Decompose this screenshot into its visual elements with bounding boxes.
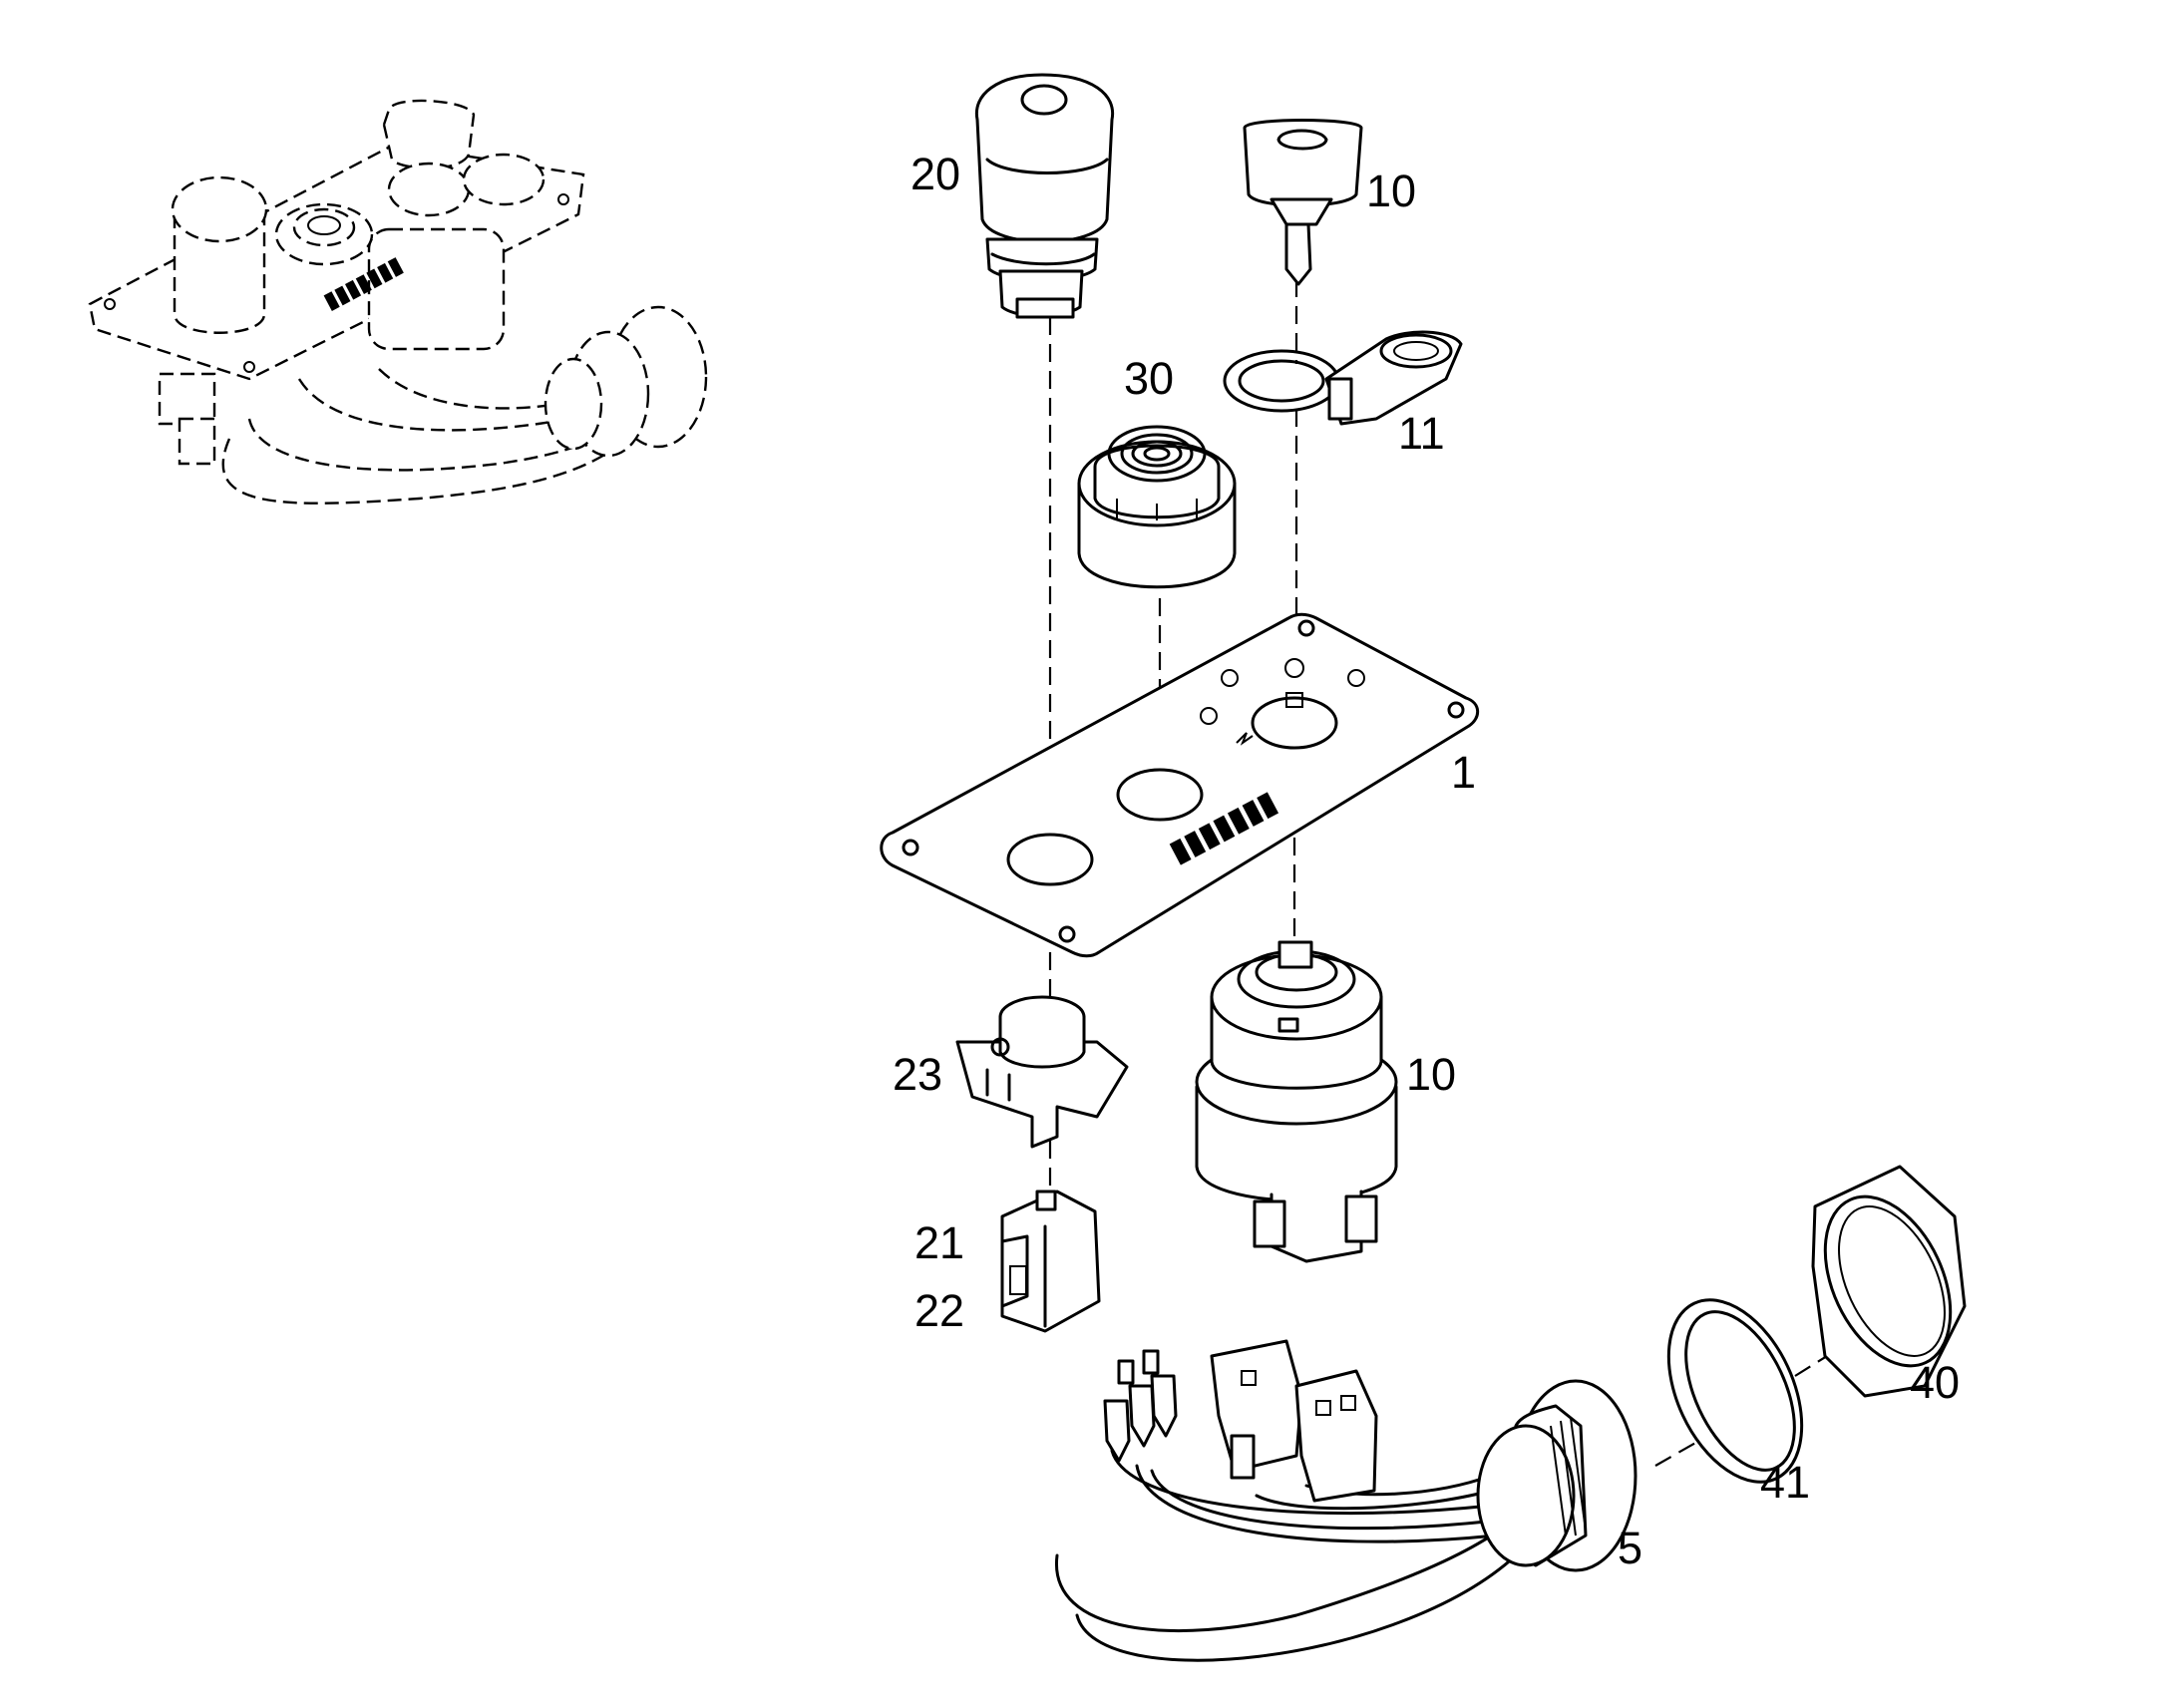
part-5-cable-harness — [1055, 1339, 1637, 1662]
part-10-key — [1243, 119, 1363, 286]
label-part-10-switch: 10 — [1406, 1049, 1456, 1100]
label-part-10-key: 10 — [1366, 166, 1416, 216]
label-part-21: 21 — [914, 1217, 964, 1268]
part-21-22-contact-block — [1000, 1190, 1101, 1333]
label-part-41: 41 — [1760, 1457, 1810, 1508]
label-part-40: 40 — [1910, 1357, 1960, 1408]
part-20-push-button — [974, 73, 1115, 319]
part-number-labels: 20 10 30 11 1 23 10 21 22 40 41 5 — [893, 149, 1960, 1573]
part-41-washer — [1666, 1298, 1804, 1484]
label-part-20: 20 — [910, 149, 960, 199]
label-part-23: 23 — [893, 1049, 942, 1100]
label-part-11: 11 — [1398, 408, 1445, 459]
label-part-5: 5 — [1618, 1523, 1642, 1573]
label-part-1: 1 — [1451, 747, 1476, 798]
part-23-mounting-adapter — [955, 995, 1129, 1149]
part-30-buzzer — [1077, 425, 1237, 589]
part-1-panel-plate: ▮▮▮▮▮▮▮ — [880, 612, 1480, 958]
label-part-22: 22 — [914, 1285, 964, 1336]
assembled-panel-overview: ▮▮▮▮▮▮▮ — [88, 99, 708, 505]
label-part-30: 30 — [1124, 353, 1174, 404]
part-10-key-switch — [1195, 940, 1398, 1263]
part-11-dust-cap — [1223, 330, 1463, 426]
part-40-hex-nut — [1811, 1165, 1967, 1398]
